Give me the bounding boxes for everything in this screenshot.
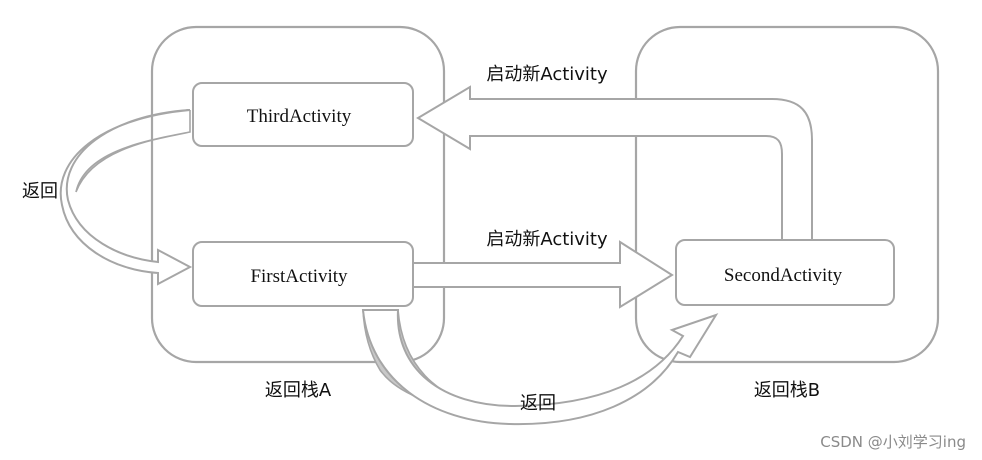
back-stack-b-container	[634, 25, 940, 364]
start-new-activity-label-middle: 启动新Activity	[486, 229, 608, 250]
back-arrow-left	[59, 109, 193, 286]
third-activity-box	[192, 82, 414, 147]
back-arrow-bottom	[361, 309, 719, 426]
back-stack-b-label: 返回栈B	[754, 380, 820, 401]
back-label-bottom: 返回	[520, 393, 556, 414]
back-stack-a-container	[150, 25, 446, 364]
second-activity-label: SecondActivity	[724, 265, 843, 286]
back-stack-a-label: 返回栈A	[265, 380, 332, 401]
csdn-watermark: CSDN @小刘学习ing	[820, 433, 966, 451]
first-activity-label: FirstActivity	[250, 266, 348, 287]
start-new-arrow-middle	[412, 240, 674, 309]
third-activity-label: ThirdActivity	[247, 106, 352, 127]
second-activity-box	[675, 239, 895, 306]
start-new-arrow-top	[416, 85, 813, 241]
start-new-activity-label-top: 启动新Activity	[486, 64, 608, 85]
first-activity-box	[192, 241, 414, 307]
back-label-left: 返回	[22, 181, 58, 202]
